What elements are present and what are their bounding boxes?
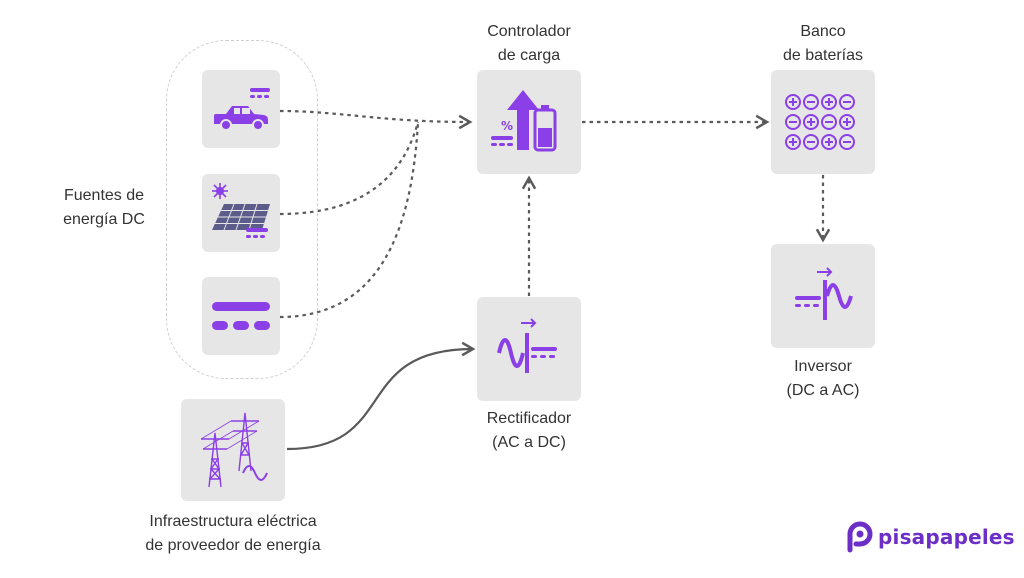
connector-vehicle-controller bbox=[279, 109, 473, 130]
inverter-icon bbox=[795, 267, 853, 320]
vehicle-node bbox=[202, 70, 280, 148]
dc-sources-label: Fuentes de energía DC bbox=[63, 187, 145, 228]
logo-mark-icon bbox=[847, 521, 873, 553]
battery-bank-icon bbox=[785, 94, 855, 150]
grid-node bbox=[181, 399, 285, 501]
connector-grid-rectifier bbox=[286, 341, 476, 451]
solar-panel-icon bbox=[212, 183, 270, 238]
dc-generic-node bbox=[202, 277, 280, 355]
controller-node: % bbox=[477, 70, 581, 174]
rectifier-icon bbox=[497, 318, 557, 373]
inverter-label: Inversor (DC a AC) bbox=[786, 358, 860, 399]
dc-symbol-icon bbox=[212, 302, 270, 330]
brand-logo: pisapapeles bbox=[844, 517, 1015, 557]
rectifier-label: Rectificador (AC a DC) bbox=[486, 410, 572, 451]
rectifier-node bbox=[477, 297, 581, 401]
connector-dc-controller bbox=[279, 121, 420, 319]
power-tower-icon bbox=[200, 412, 268, 488]
battery-bank-node bbox=[771, 70, 875, 174]
charge-controller-icon: % bbox=[491, 90, 557, 152]
inverter-node bbox=[771, 244, 875, 348]
controller-label: Controlador de carga bbox=[487, 23, 571, 64]
svg-text:%: % bbox=[501, 119, 513, 133]
battery-bank-label: Banco de baterías bbox=[782, 23, 864, 64]
logo-text: pisapapeles bbox=[878, 525, 1015, 549]
vehicle-dc-icon bbox=[214, 88, 270, 131]
dc-sources-group bbox=[166, 40, 318, 379]
solar-node bbox=[202, 174, 280, 252]
grid-label: Infraestructura eléctrica de proveedor d… bbox=[145, 513, 321, 554]
